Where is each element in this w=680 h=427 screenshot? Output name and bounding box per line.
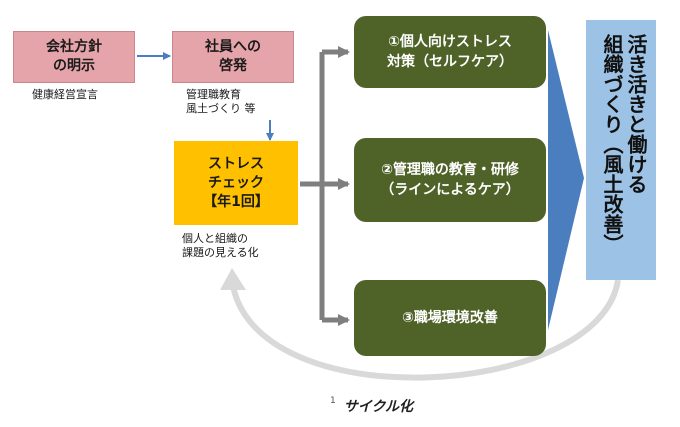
cycle-caption: 1 サイクル化 xyxy=(330,396,413,416)
measure-2-box: ②管理職の教育・研修 （ラインによるケア） xyxy=(354,138,546,222)
cycle-arrowhead xyxy=(220,268,246,290)
big-arrow-to-goal xyxy=(548,30,584,330)
goal-box xyxy=(586,20,656,280)
cycle-arc xyxy=(229,279,621,381)
cycle-superscript: 1 xyxy=(330,396,336,406)
stress-check-box: ストレス チェック 【年1回】 xyxy=(174,141,298,225)
goal-text-line-1: 組織づくり（風土改善） xyxy=(600,34,624,254)
cycle-label: サイクル化 xyxy=(343,399,414,415)
measure-3-box: ③職場環境改善 xyxy=(354,280,546,356)
policy-box: 会社方針 の明示 xyxy=(13,31,135,83)
awareness-note: 管理職教育 風土づくり 等 xyxy=(186,88,256,115)
measure-1-box: ①個人向けストレス 対策（セルフケア） xyxy=(354,16,546,88)
policy-note: 健康経営宣言 xyxy=(32,88,98,101)
goal-text-line-2: 活き活きと働ける xyxy=(624,34,648,194)
stress-check-note: 個人と組織の 課題の見える化 xyxy=(182,232,259,259)
awareness-box: 社員への 啓発 xyxy=(172,31,294,83)
